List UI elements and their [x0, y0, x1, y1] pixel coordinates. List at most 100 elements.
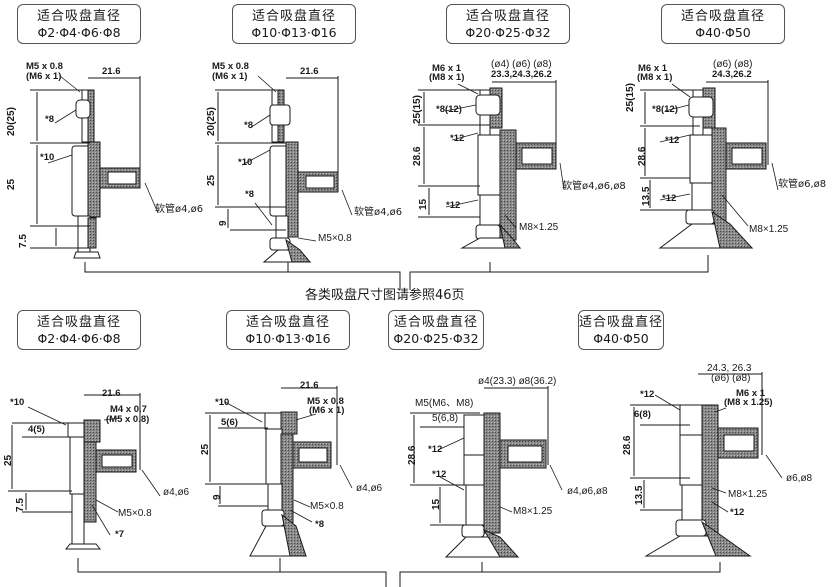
thread-label: M6 x 1 — [638, 63, 668, 74]
part-label: *10 — [215, 397, 230, 408]
part-label: *8 — [45, 114, 54, 125]
height-dimension: 25 — [206, 174, 217, 186]
height-dimension: 20(25) — [6, 107, 17, 136]
badge-title: 适合吸盘直径 — [393, 315, 478, 330]
thread-label: M6 x 1 — [736, 388, 766, 399]
height-dimension: 13.5 — [634, 485, 645, 505]
part-label: *12 — [446, 200, 461, 211]
part-label: *8(12) — [652, 104, 678, 115]
height-dimension: 25(15) — [412, 95, 423, 124]
suction-diameter-badge-bottom-3: 适合吸盘直径 Φ20·Φ25·Φ32 — [388, 310, 484, 350]
height-dimension: 28.6 — [407, 445, 418, 465]
drawing-top-4 — [640, 80, 769, 249]
height-dimension: 15 — [431, 498, 442, 510]
part-label: *12 — [665, 135, 680, 146]
thread-alt-label: (M8 x 1) — [429, 72, 465, 83]
part-label: *10 — [10, 397, 25, 408]
height-dimension: 9 — [218, 220, 229, 226]
drawing-bottom-4 — [630, 372, 763, 557]
page-reference-note: 各类吸盘尺寸图请参照46页 — [305, 288, 465, 303]
height-dimension: 28.6 — [412, 146, 423, 166]
tube-label: 软管ø4,ø6 — [354, 207, 403, 218]
badge-diameters: Φ40·Φ50 — [593, 331, 649, 346]
part-label: *12 — [450, 133, 465, 144]
width-dimension: 23.3,24.3,26.2 — [491, 69, 552, 80]
suction-diameter-badge-top-4: 适合吸盘直径 Φ40·Φ50 — [661, 4, 785, 44]
suction-diameter-badge-bottom-2: 适合吸盘直径 Φ10·Φ13·Φ16 — [226, 310, 350, 350]
width-dimension: 21.6 — [300, 380, 319, 391]
drawing-bottom-3 — [410, 386, 549, 558]
thread-alt-label: (M8 x 1.25) — [724, 397, 773, 408]
height-dimension: 20(25) — [206, 107, 217, 136]
width-dimension: ø4(23.3) ø8(36.2) — [478, 376, 557, 387]
thread-label: M5 x 0.8 — [212, 61, 249, 72]
tube-label: ø4,ø6,ø8 — [567, 486, 608, 497]
suction-diameter-badge-bottom-1: 适合吸盘直径 Φ2·Φ4·Φ6·Φ8 — [17, 310, 141, 350]
drawing-bottom-2 — [205, 386, 338, 557]
height-dimension: 25 — [200, 443, 211, 455]
height-dimension: 15 — [418, 198, 429, 210]
width-dimension: 21.6 — [102, 388, 121, 399]
part-label: *7 — [115, 529, 124, 540]
bottom-thread-label: M8×1.25 — [519, 222, 559, 233]
part-label: *8 — [315, 519, 324, 530]
tube-size-header: (ø4) (ø6) (ø8) — [491, 59, 552, 70]
badge-title: 适合吸盘直径 — [245, 315, 330, 330]
part-label: *10 — [238, 157, 253, 168]
drawing-bottom-1 — [8, 393, 141, 550]
tube-label: 软管ø6,ø8 — [778, 179, 827, 190]
height-dimension: 25(15) — [625, 83, 636, 112]
bottom-thread-label: M8×1.25 — [728, 489, 768, 500]
part-label: *12 — [730, 507, 745, 518]
badge-diameters: Φ40·Φ50 — [695, 25, 751, 40]
thread-alt-label: (M6 x 1) — [212, 71, 248, 82]
tube-size-header: (ø6) (ø8) — [711, 373, 751, 384]
part-label: *8 — [245, 189, 254, 200]
badge-title: 适合吸盘直径 — [251, 9, 336, 24]
thread-label: M5 x 0.8 — [307, 396, 344, 407]
drawing-top-1 — [30, 76, 141, 259]
tube-label: ø4,ø6 — [356, 483, 383, 494]
tube-size-header: (ø6) (ø8) — [713, 59, 753, 70]
bottom-thread-label: M8×1.25 — [749, 224, 789, 235]
thread-label: M4 x 0.7 — [110, 404, 147, 415]
tube-label: ø6,ø8 — [786, 473, 813, 484]
part-label: *12 — [640, 389, 655, 400]
badge-diameters: Φ20·Φ25·Φ32 — [465, 25, 551, 40]
height-dimension: 28.6 — [622, 435, 633, 455]
width-dimension: 21.6 — [102, 66, 121, 77]
thread-alt-label: (M5 x 0.8) — [106, 414, 150, 425]
thread-label: M6 x 1 — [432, 63, 462, 74]
height-dimension: 25 — [6, 178, 17, 190]
part-label: *8(12) — [436, 104, 462, 115]
badge-title: 适合吸盘直径 — [579, 315, 664, 330]
part-label: *12 — [432, 469, 447, 480]
bottom-thread-label: M5×0.8 — [310, 501, 344, 512]
badge-title: 适合吸盘直径 — [36, 315, 121, 330]
tube-label: ø4,ø6 — [163, 487, 190, 498]
badge-title: 适合吸盘直径 — [465, 9, 550, 24]
width-dimension: 24.3, 26.3 — [707, 363, 752, 374]
part-label: *8 — [244, 120, 253, 131]
depth-dimension: 6(8) — [634, 409, 651, 420]
badge-title: 适合吸盘直径 — [36, 9, 121, 24]
thread-alt-label: (M6 x 1) — [26, 71, 62, 82]
badge-diameters: Φ2·Φ4·Φ6·Φ8 — [37, 25, 121, 40]
height-dimension: 7.5 — [15, 498, 26, 512]
width-dimension: 24.3,26.2 — [712, 69, 752, 80]
depth-dimension: 5(6) — [221, 417, 238, 428]
part-label: *12 — [662, 193, 677, 204]
height-dimension: 13.5 — [641, 186, 652, 206]
tube-label: 软管ø4,ø6 — [155, 204, 204, 215]
part-label: *10 — [40, 152, 55, 163]
badge-diameters: Φ10·Φ13·Φ16 — [245, 331, 331, 346]
suction-diameter-badge-bottom-4: 适合吸盘直径 Φ40·Φ50 — [578, 310, 664, 350]
suction-diameter-badge-top-1: 适合吸盘直径 Φ2·Φ4·Φ6·Φ8 — [17, 4, 141, 44]
height-dimension: 9 — [212, 494, 223, 500]
badge-diameters: Φ2·Φ4·Φ6·Φ8 — [37, 331, 121, 346]
height-dimension: 25 — [3, 454, 14, 466]
thread-label: M5(M6、M8) — [415, 398, 474, 409]
badge-title: 适合吸盘直径 — [680, 9, 765, 24]
height-dimension: 7.5 — [18, 234, 29, 248]
thread-label: M5 x 0.8 — [26, 61, 63, 72]
